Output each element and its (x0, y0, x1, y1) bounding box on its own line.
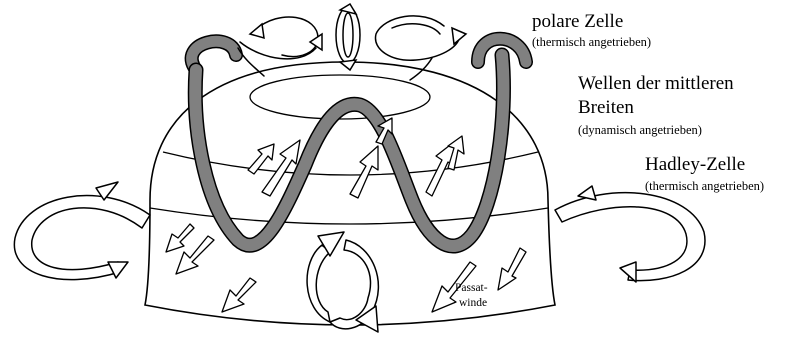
trade-winds-label-line2: winde (459, 297, 487, 309)
polar-cell-center-loop (336, 7, 360, 63)
hadley-cell-subtitle: (thermisch angetrieben) (645, 180, 764, 193)
hadley-cell-title: Hadley-Zelle (645, 155, 745, 175)
hadley-cell-left-loop (14, 196, 150, 280)
midlatitude-waves-title-line2: Breiten (578, 98, 634, 118)
trade-winds-label-line1: Passat- (455, 282, 488, 294)
polar-cell-left-loop-inner (240, 42, 316, 59)
arrow-head-icon (452, 28, 466, 44)
polar-cell-right-loop (375, 16, 460, 60)
midlatitude-waves-subtitle: (dynamisch angetrieben) (578, 124, 702, 137)
polar-cell-subtitle: (thermisch angetrieben) (532, 36, 651, 49)
arrow-head-icon (250, 24, 264, 38)
arrow-head-icon (578, 186, 596, 200)
polar-cell-title: polare Zelle (532, 12, 623, 32)
midlatitude-waves-title-line1: Wellen der mittleren (578, 74, 734, 94)
arrow-head-icon (340, 4, 356, 14)
